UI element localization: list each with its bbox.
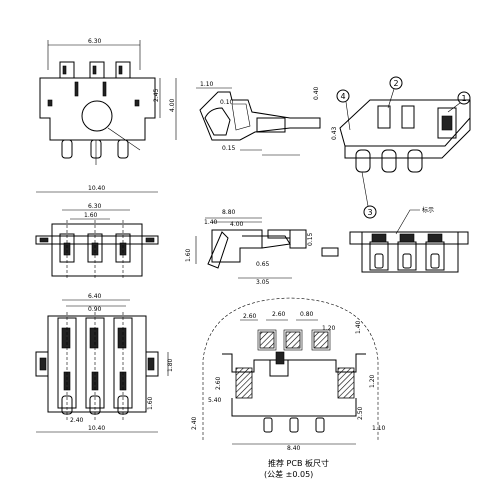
dim-mid-b: 4.00: [230, 221, 244, 228]
callout-label: 4: [340, 92, 345, 101]
dim-bottom-f: 10.40: [88, 425, 105, 432]
bottom-view: 6.40 0.90 1.80 1.60 2.40 10.40: [35, 293, 174, 433]
dim-pcb-f: 2.60: [215, 376, 222, 390]
label-flag: 标示: [422, 206, 434, 214]
dim-side-c: 0.40: [313, 86, 320, 100]
callout-circle: [336, 89, 350, 103]
dim-pcb-d: 1.20: [322, 325, 336, 332]
dim-bottom-d: 1.60: [147, 396, 154, 410]
dim-pcb-a: 2.60: [243, 313, 257, 320]
dim-side-b: 0.10: [220, 99, 234, 106]
dim-top-right-a: 2.45: [153, 88, 160, 102]
dim-front-inner: 6.30: [88, 203, 102, 210]
dim-pcb-c: 0.80: [300, 311, 314, 318]
callout-circle: [363, 205, 377, 219]
dim-pcb-l: 1.10: [372, 425, 386, 432]
isometric-view: 4 2 1 3: [336, 76, 471, 219]
rear-view: 标示: [349, 206, 469, 273]
dim-pcb-g: 5.40: [208, 397, 222, 404]
dim-top-right-b: 4.00: [169, 98, 176, 112]
dim-pcb-e: 1.40: [355, 320, 362, 334]
dim-pcb-k: 2.50: [357, 406, 364, 420]
side-section-view: 1.10 0.10 0.40 0.43 0.15: [196, 81, 338, 156]
front-view: 10.40 6.30 1.60: [35, 185, 159, 280]
callout-label: 1: [461, 94, 466, 103]
callout-label: 2: [393, 79, 398, 88]
note-pcb-tolerance: (公差 ±0.05): [264, 469, 313, 479]
dim-mid-f: 3.05: [256, 279, 270, 286]
dim-side-e: 0.15: [222, 145, 236, 152]
dim-front-pitch: 1.60: [84, 212, 98, 219]
callout-label: 3: [367, 208, 372, 217]
dim-mid-d: 1.60: [185, 248, 192, 262]
dim-pcb-i: 8.40: [287, 445, 301, 452]
top-view: 6.30 2.45 4.00: [39, 38, 177, 165]
note-pcb-recommend: 推荐 PCB 板尺寸: [268, 458, 329, 468]
dim-bottom-e: 2.40: [70, 417, 84, 424]
dim-pcb-b: 2.60: [272, 311, 286, 318]
callout-circle: [389, 76, 403, 90]
dim-bottom-c: 1.80: [167, 358, 174, 372]
dim-mid-e: 0.65: [256, 261, 270, 268]
dim-top-width: 6.30: [88, 38, 102, 45]
dim-side-a: 1.10: [200, 81, 214, 88]
dim-mid-e2: 0.15: [307, 232, 314, 246]
dim-side-d: 0.43: [331, 126, 338, 140]
side-elevation-view: 8.80 4.00 1.40 1.60 0.65 0.15 3.05: [185, 209, 339, 286]
dim-bottom-a: 6.40: [88, 293, 102, 300]
dim-pcb-h: 2.40: [191, 416, 198, 430]
dim-mid-a: 8.80: [222, 209, 236, 216]
callout-circle: [457, 91, 471, 105]
pcb-layout-view: 2.60 2.60 0.80 1.20 1.40 2.60 5.40 2.40 …: [191, 297, 386, 479]
dim-bottom-b: 0.90: [88, 306, 102, 313]
dim-front-overall: 10.40: [88, 185, 105, 192]
dim-mid-c: 1.40: [204, 219, 218, 226]
dim-pcb-j: 1.20: [369, 374, 376, 388]
